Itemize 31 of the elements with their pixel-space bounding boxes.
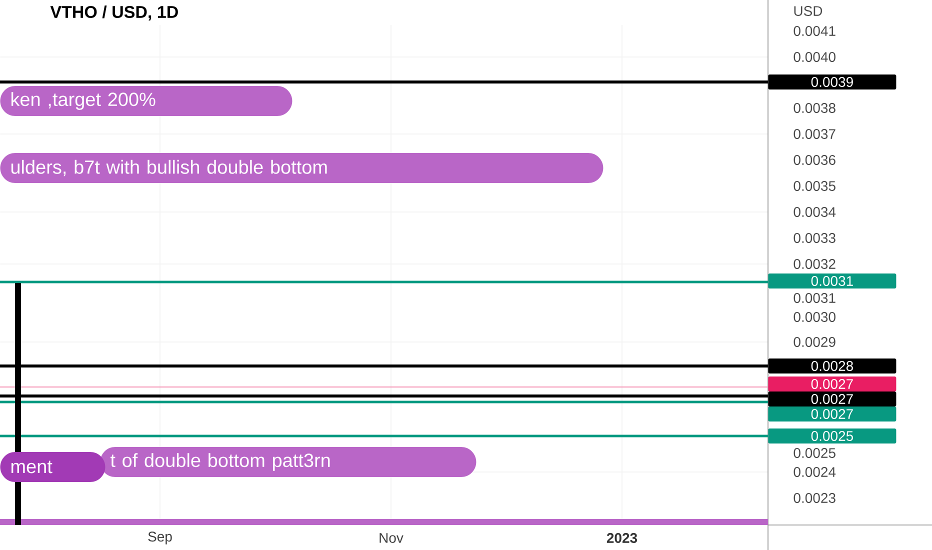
- price-tag: 0.0025: [768, 428, 896, 444]
- axis-tick-label: 0.0033: [794, 233, 836, 243]
- axis-tick-label: 0.0040: [794, 52, 836, 62]
- price-tag: 0.0027: [768, 376, 896, 392]
- axis-tick-label: 0.0029: [794, 337, 836, 347]
- axis-tick-label: 0.0034: [794, 207, 836, 217]
- callout-bubble: ment: [0, 452, 106, 482]
- axis-tick-label: 0.0038: [794, 103, 836, 113]
- axis-tick-label: 0.0035: [794, 181, 836, 191]
- price-tag: 0.0027: [768, 392, 896, 406]
- price-tag: 0.0027: [768, 406, 896, 422]
- axis-tick-label: 0.0037: [794, 129, 836, 139]
- axis-tick-label: 2023: [606, 533, 638, 543]
- axis-tick-label: 0.0041: [794, 26, 836, 36]
- price-tag: 0.0028: [768, 358, 896, 374]
- price-tag: 0.0031: [768, 274, 896, 288]
- callout-bubble: ulders, b7t with bullish double bottom: [0, 153, 604, 183]
- axis-tick-label: Nov: [380, 533, 404, 543]
- price-tag: 0.0039: [768, 74, 896, 90]
- axis-tick-label: 0.0023: [794, 493, 836, 503]
- axis-tick-label: Sep: [148, 532, 172, 544]
- axis-tick-label: 0.0030: [794, 312, 836, 322]
- callout-bubble: ken ,target 200%: [0, 86, 292, 116]
- axis-tick-label: 0.0031: [794, 293, 836, 303]
- chart-title: VTHO / USD, 1D: [50, 6, 178, 20]
- axis-tick-label: 0.0036: [794, 155, 836, 165]
- axis-tick-label: 0.0032: [794, 259, 836, 269]
- axis-unit-label: USD: [794, 6, 822, 16]
- callout-bubble: t of double bottom patt3rn: [100, 447, 476, 477]
- axis-tick-label: 0.0024: [794, 467, 836, 477]
- axis-tick-label: 0.0025: [794, 448, 836, 458]
